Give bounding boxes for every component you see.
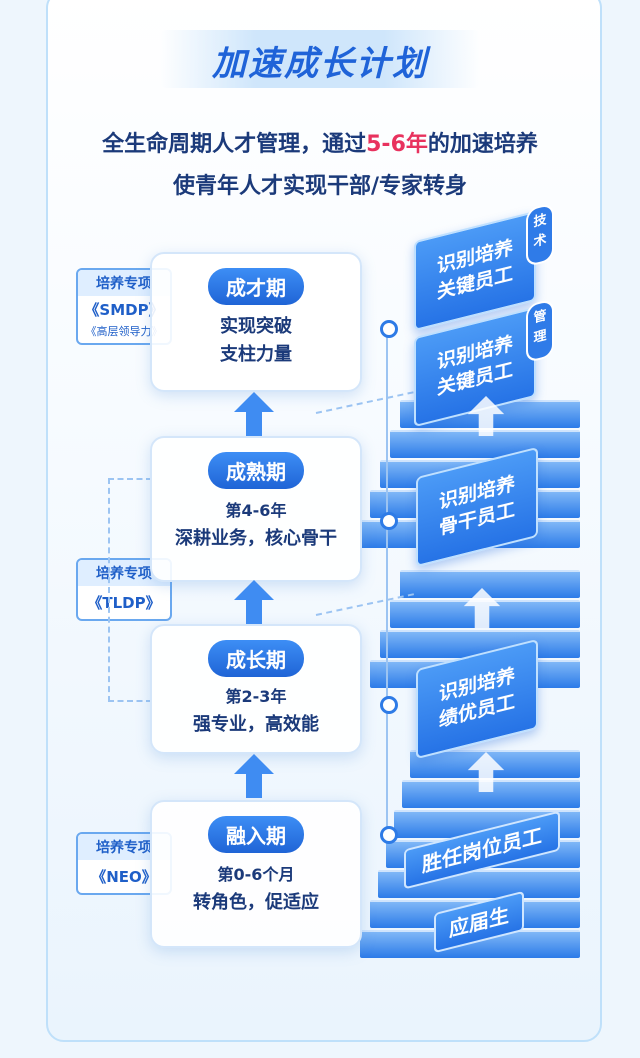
- tag-sub: 《高层领导力》: [85, 325, 163, 338]
- stage-card-success: 成才期 实现突破 支柱力量: [150, 252, 362, 392]
- up-arrow-icon: [234, 754, 274, 798]
- tag-name: 《TLDP》: [87, 594, 161, 612]
- timeline-dot: [380, 696, 398, 714]
- subtitle-highlight: 5-6年: [366, 132, 428, 157]
- tag-name: 《SMDP》: [84, 301, 164, 319]
- tldp-bracket: [108, 478, 152, 702]
- stage-pill: 成熟期: [208, 452, 304, 489]
- stage-card-maturity: 成熟期 第4-6年 深耕业务，核心骨干: [150, 436, 362, 582]
- subtitle-line-1: 全生命周期人才管理，通过5-6年的加速培养: [0, 126, 640, 158]
- timeline-dot: [380, 320, 398, 338]
- up-arrow-icon: [467, 752, 505, 792]
- title-band: [160, 30, 480, 88]
- subtitle-text-end: 的加速培养: [427, 132, 538, 157]
- stage-card-onboarding: 融入期 第0-6个月 转角色，促适应: [150, 800, 362, 948]
- stage-card-growth: 成长期 第2-3年 强专业，高效能: [150, 624, 362, 754]
- tech-badge: 技术: [526, 202, 554, 268]
- tag-name: 《NEO》: [91, 868, 157, 886]
- stage-period: 第2-3年: [225, 687, 287, 706]
- subtitle-line-2: 使青年人才实现干部/专家转身: [172, 174, 468, 199]
- stage-pill: 成长期: [208, 640, 304, 677]
- stage-desc: 实现突破: [220, 316, 292, 337]
- stage-desc: 转角色，促适应: [193, 892, 319, 913]
- up-arrow-icon: [234, 580, 274, 624]
- stage-period: 第0-6个月: [217, 865, 295, 884]
- subtitle-text: 全生命周期人才管理，通过: [102, 132, 367, 157]
- stage-desc: 深耕业务，核心骨干: [175, 528, 337, 549]
- program-tag-neo: 培养专项 《NEO》: [76, 832, 172, 895]
- timeline-line: [386, 322, 388, 842]
- timeline-dot: [380, 826, 398, 844]
- stage-period: 第4-6年: [225, 501, 287, 520]
- stair-step: [400, 570, 580, 598]
- stage-pill: 成才期: [208, 268, 304, 305]
- mgmt-badge: 管理: [526, 298, 554, 364]
- timeline-dot: [380, 512, 398, 530]
- stage-pill: 融入期: [208, 816, 304, 853]
- stage-desc: 支柱力量: [220, 344, 292, 365]
- up-arrow-icon: [463, 588, 501, 628]
- up-arrow-icon: [467, 396, 505, 436]
- stage-desc: 强专业，高效能: [193, 714, 319, 735]
- up-arrow-icon: [234, 392, 274, 436]
- page-title: 加速成长计划: [212, 44, 428, 84]
